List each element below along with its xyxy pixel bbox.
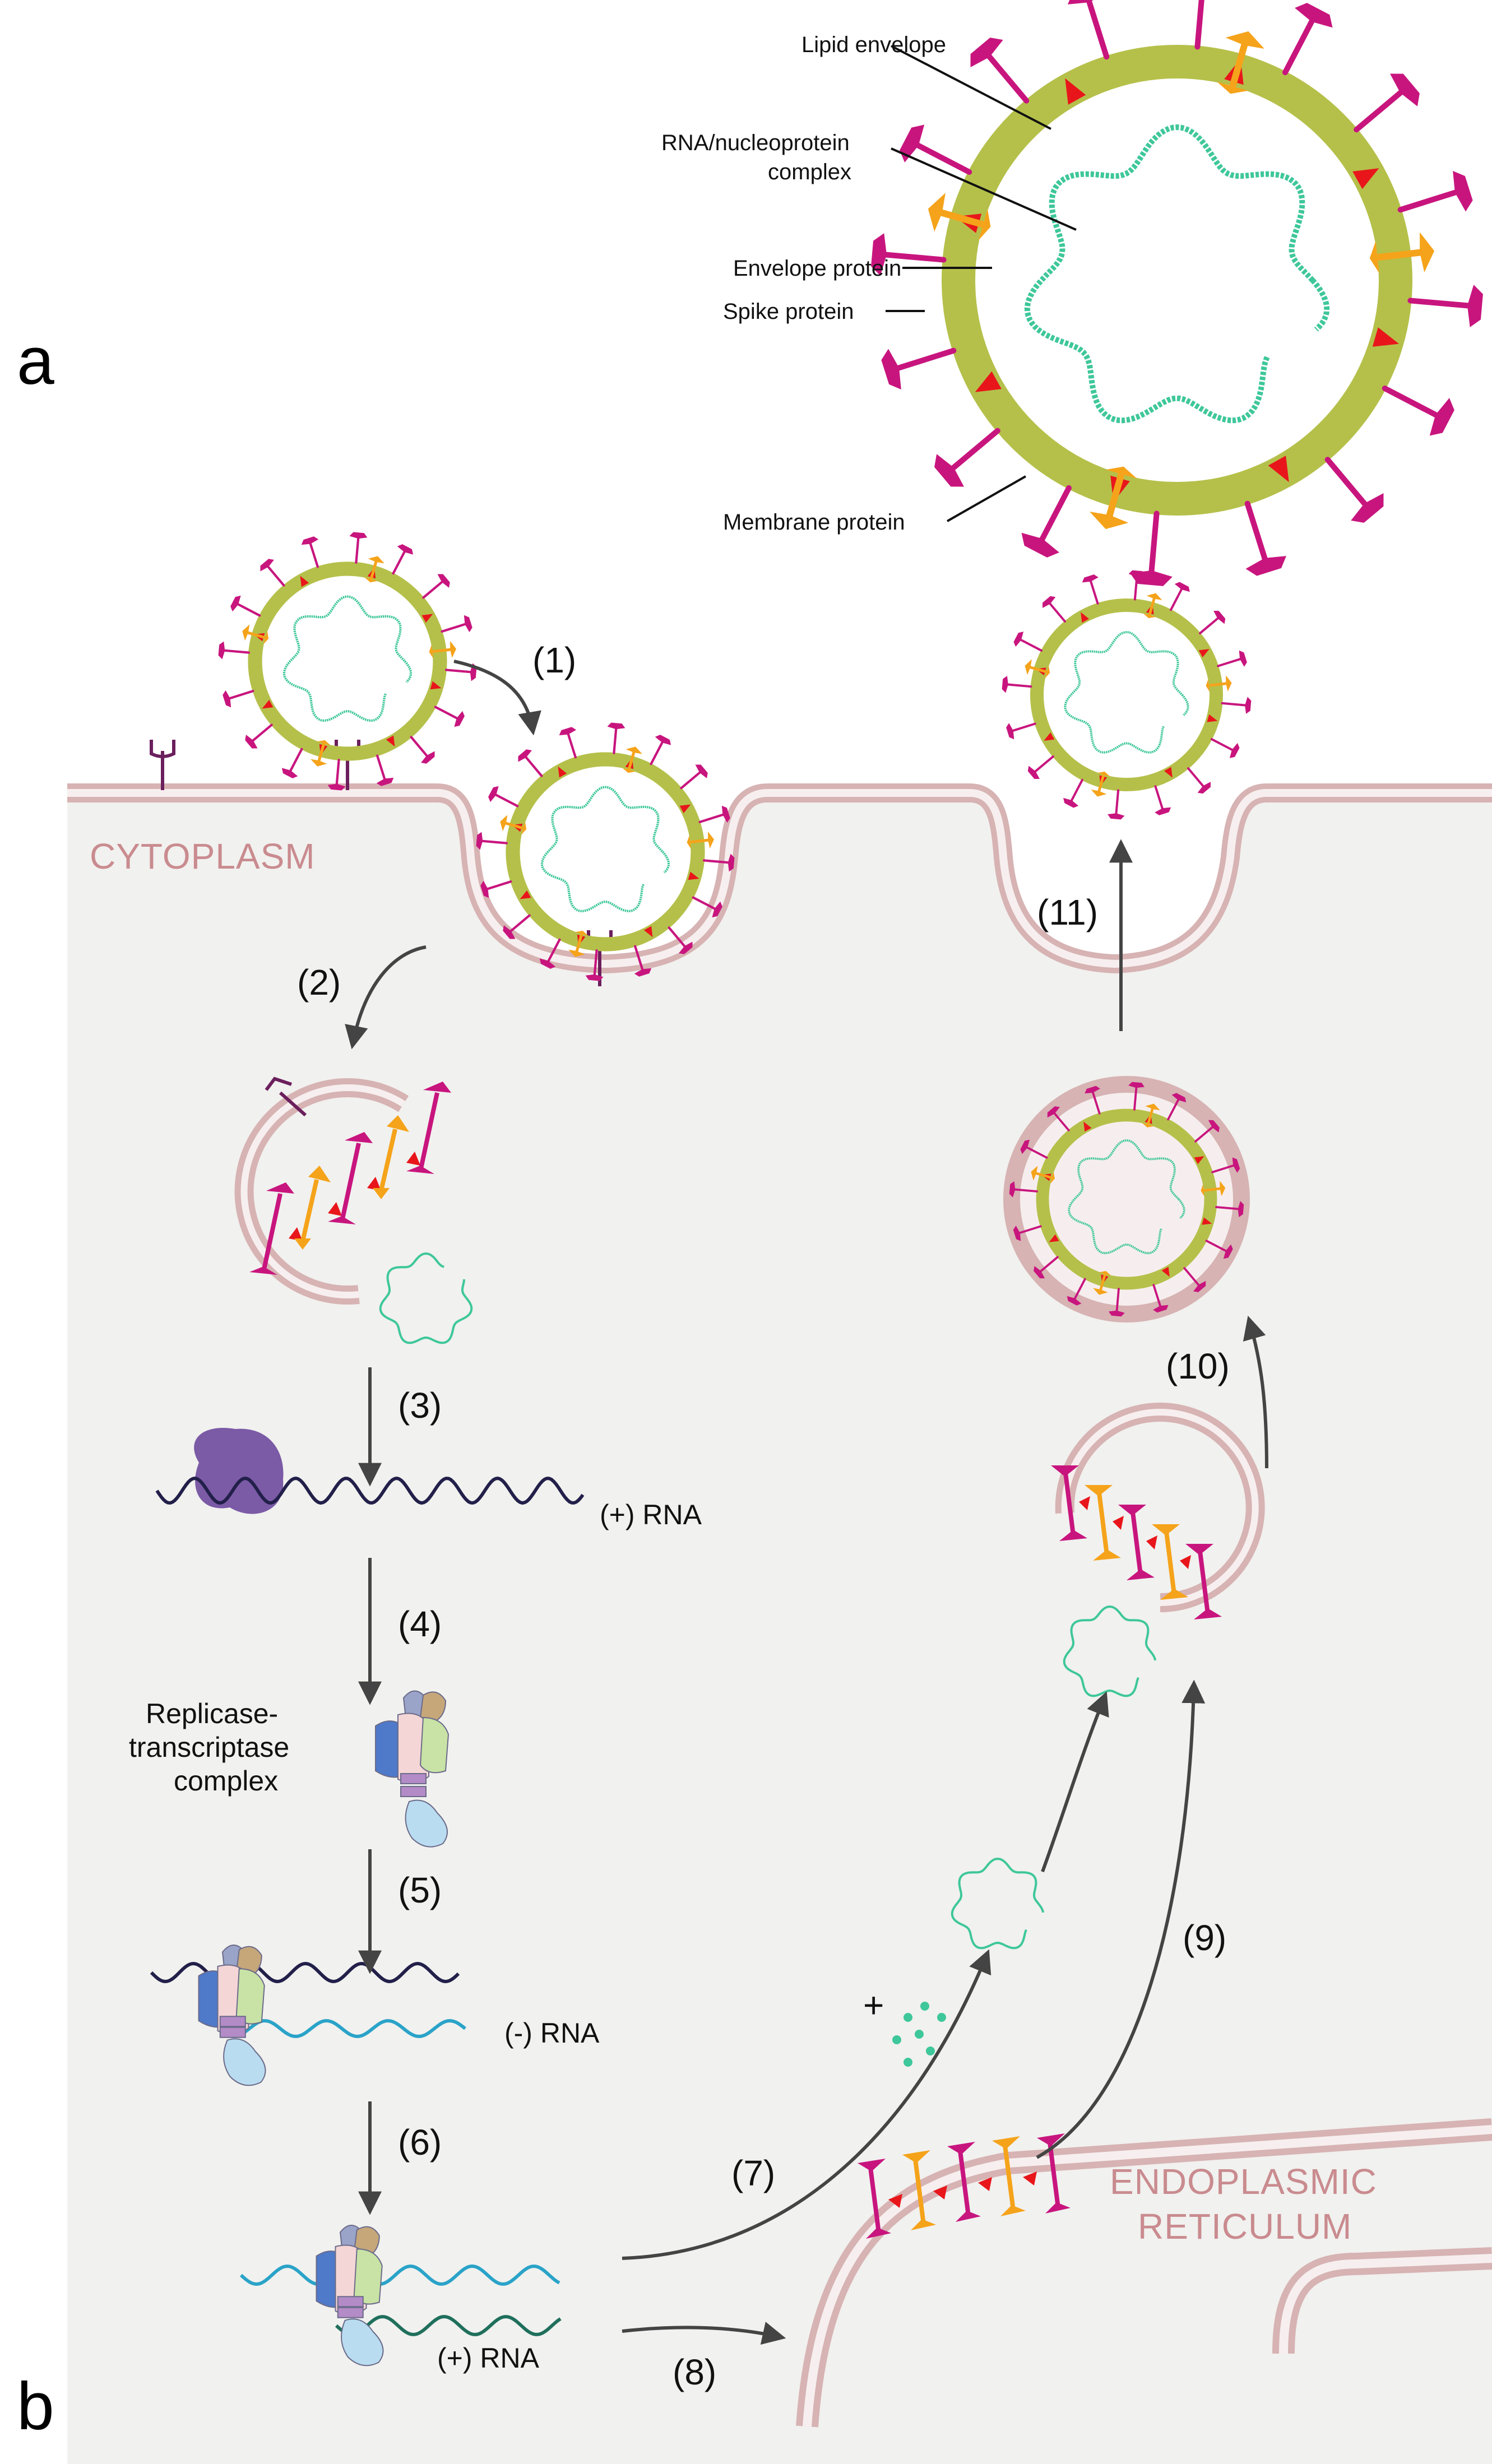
arrow-step-8 [622,2322,786,2345]
er-label-line1: ENDOPLASMIC [1110,2161,1377,2202]
replicase-label-line1: Replicase- [146,1698,278,1729]
nucleocapsid-near-vesicle [1063,1605,1157,1697]
envelope-protein-label: Envelope protein [733,256,901,281]
plus-rna-strand-2 [150,1961,460,1984]
endosome-fusion [234,1076,473,1344]
minus-rna-template [239,2264,560,2286]
er-label-line2: RETICULUM [1138,2206,1352,2247]
panel-label-b: b [17,2369,54,2444]
receptor-left [150,740,175,790]
rna-complex-label-line1: RNA/nucleoprotein [661,131,850,155]
step-label-6: (6) [398,2122,442,2163]
replicase-label-line2: transcriptase [129,1732,289,1763]
virion-large [871,0,1483,586]
new-nucleocapsid [951,1857,1045,1950]
plus-rna-label-1: (+) RNA [600,1499,702,1530]
plus-rna-strand-1 [155,1476,585,1505]
virion-in-pit [476,722,735,981]
replicase-label-line3: complex [174,1765,278,1797]
step-label-3: (3) [398,1385,442,1426]
budding-vesicle [1051,1403,1265,1697]
replicase-complex-3 [316,2225,384,2366]
step-label-1: (1) [532,640,576,680]
step-label-8: (8) [673,2352,716,2392]
rna-complex-label-line2: complex [768,160,851,184]
released-nucleocapsid [379,1252,473,1344]
ribosome [194,1428,284,1514]
step-label-9: (9) [1183,1918,1226,1958]
arrow-step-9 [1036,1679,1206,2159]
arrow-step-2 [345,945,427,1050]
arrow-step-7 [622,1949,991,2260]
spike-protein-label: Spike protein [723,299,854,324]
plus-rna-label-2: (+) RNA [437,2342,540,2374]
plus-rna-strand-new [335,2314,562,2337]
vesicle-with-virion [1003,1076,1250,1323]
step-label-7: (7) [731,2153,775,2193]
replicase-complex-1 [375,1690,450,1848]
step-label-11: (11) [1037,892,1098,932]
step-label-10: (10) [1166,1346,1230,1386]
lipid-envelope-label: Lipid envelope [801,33,946,57]
cytoplasm-label: CYTOPLASM [90,836,316,876]
virion-released [1002,570,1252,820]
arrow-step-1 [453,660,541,736]
arrow-step-10 [1243,1315,1268,1469]
virion-attaching [218,532,477,791]
nucleoprotein-dots [892,2002,946,2067]
step-label-2: (2) [297,962,341,1003]
membrane-protein-label: Membrane protein [723,510,905,535]
step-label-5: (5) [398,1870,442,1910]
er-structural-proteins [858,2133,1071,2239]
plus-sign: + [863,1985,884,2025]
replicase-complex-2 [198,1945,266,2086]
minus-rna-label: (-) RNA [504,2017,600,2049]
arrow-step-7b [1041,1691,1109,1873]
panel-label-a: a [17,323,54,398]
step-label-4: (4) [398,1604,442,1644]
